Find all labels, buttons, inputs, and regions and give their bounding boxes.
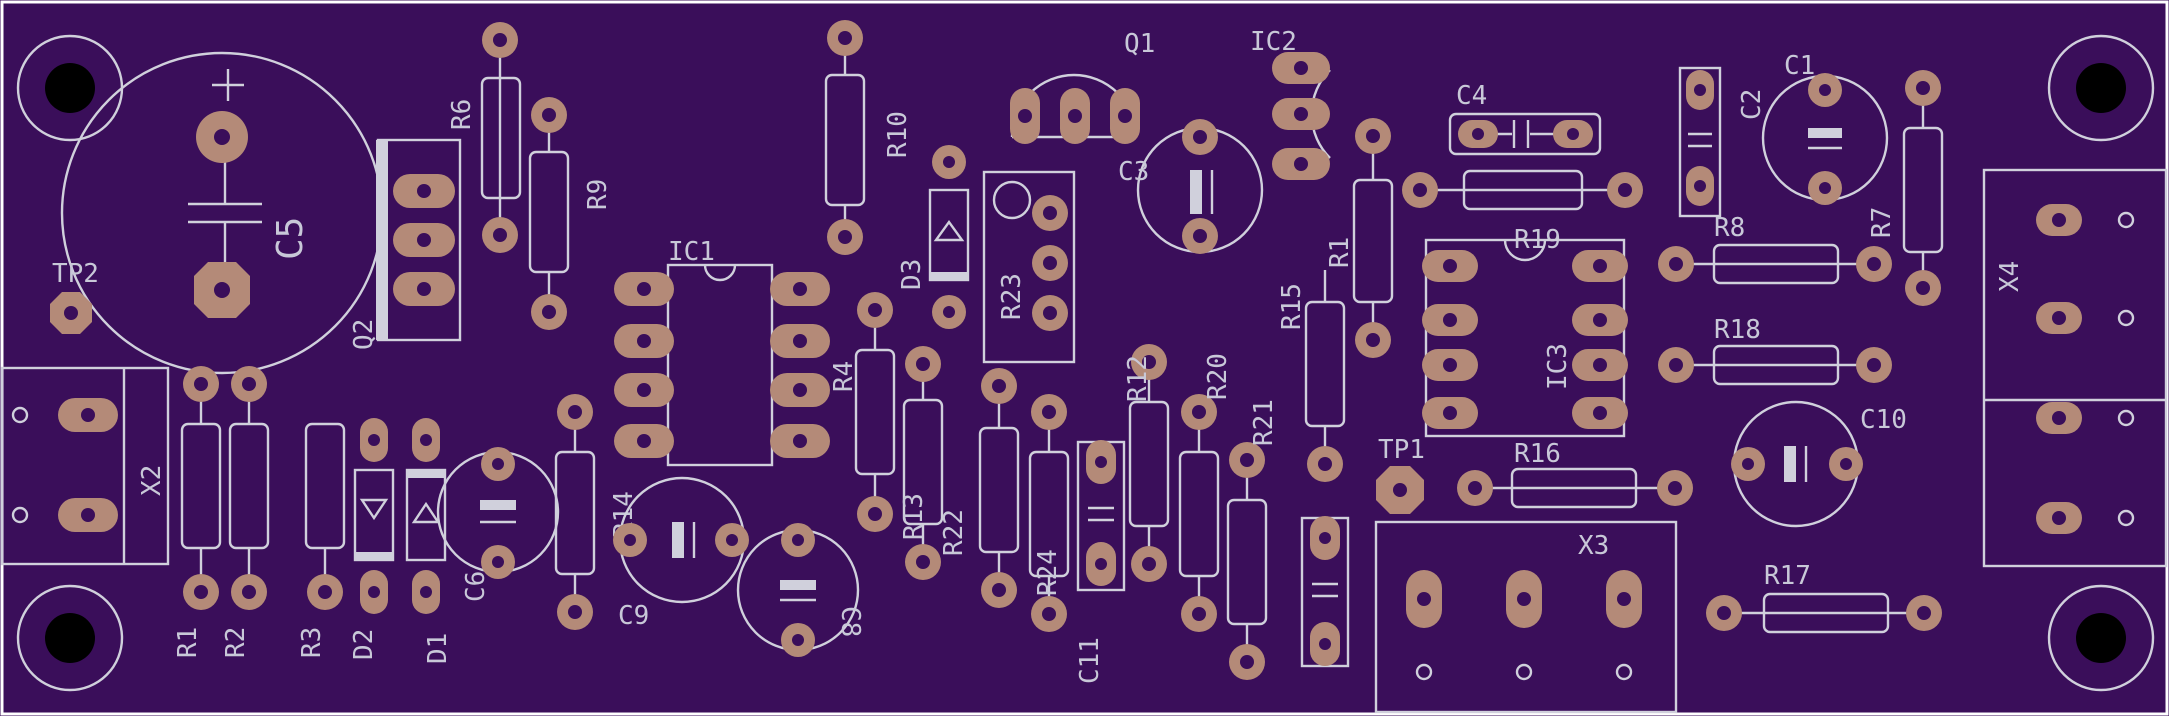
resistor-r9 xyxy=(528,97,570,330)
ic-ic1 xyxy=(614,263,830,467)
terminal-block-x3 xyxy=(1374,520,1678,714)
label-d2: D2 xyxy=(349,629,379,660)
diode-d1 xyxy=(405,418,447,614)
test-point-tp2 xyxy=(50,292,92,334)
label-r10: R10 xyxy=(883,111,913,158)
label-r20: R20 xyxy=(1203,353,1233,400)
resistor-r2 xyxy=(228,366,270,610)
resistor-r21 xyxy=(1226,442,1268,680)
resistor-r15 xyxy=(1304,270,1346,482)
transistor-q1 xyxy=(1010,73,1140,144)
mounting-hole-bottom-right xyxy=(2047,584,2155,692)
resistor-r3 xyxy=(304,422,346,610)
label-d3: D3 xyxy=(897,259,927,290)
label-c3: C3 xyxy=(1118,157,1149,187)
label-c2: C2 xyxy=(1737,89,1767,120)
resistor-r7 xyxy=(1902,70,1944,306)
resistor-r8 xyxy=(1658,243,1892,285)
resistor-r14 xyxy=(554,394,596,630)
label-x3: X3 xyxy=(1578,531,1609,561)
label-c6: C6 xyxy=(461,571,491,602)
diode-d2 xyxy=(353,418,395,614)
capacitor-c6 xyxy=(436,447,560,579)
label-ic3: IC3 xyxy=(1543,343,1573,390)
label-r3: R3 xyxy=(297,627,327,658)
label-q2: Q2 xyxy=(349,319,379,350)
label-c4: C4 xyxy=(1456,81,1487,111)
label-r18: R18 xyxy=(1714,315,1761,345)
resistor-r1-upper xyxy=(1352,118,1394,358)
capacitor-c10 xyxy=(1731,400,1863,528)
label-x2: X2 xyxy=(137,465,167,496)
resistor-r10 xyxy=(824,20,866,255)
label-c8: C8 xyxy=(835,606,865,637)
resistor-r24 xyxy=(1028,394,1070,632)
capacitor-c1 xyxy=(1761,73,1889,205)
resistor-r4 xyxy=(854,292,896,532)
resistor-r12 xyxy=(1128,344,1170,582)
capacitor-c2 xyxy=(1678,66,1722,218)
terminal-block-x4 xyxy=(1982,168,2168,568)
capacitor-unlabeled xyxy=(1300,516,1350,668)
label-ic1: IC1 xyxy=(668,237,715,267)
label-r21: R21 xyxy=(1249,399,1279,446)
label-r4: R4 xyxy=(829,361,859,392)
label-tp1: TP1 xyxy=(1378,435,1425,465)
label-r7: R7 xyxy=(1867,207,1897,238)
label-r24: R24 xyxy=(1033,549,1063,596)
terminal-block-x2 xyxy=(0,366,170,566)
ic-ic3 xyxy=(1422,238,1628,438)
resistor-r17 xyxy=(1706,592,1942,634)
label-r22: R22 xyxy=(939,509,969,556)
label-tp2: TP2 xyxy=(52,259,99,289)
label-r1-upper: R1 xyxy=(1325,237,1355,268)
capacitor-c3 xyxy=(1136,119,1264,254)
capacitor-c9 xyxy=(613,476,749,604)
resistor-r6 xyxy=(480,22,522,253)
capacitor-c5 xyxy=(60,51,384,375)
resistor-r18 xyxy=(1658,344,1892,386)
capacitor-c4 xyxy=(1448,112,1602,156)
label-r8: R8 xyxy=(1714,213,1745,243)
test-point-tp1 xyxy=(1376,466,1424,514)
label-r12: R12 xyxy=(1123,355,1153,402)
label-r2: R2 xyxy=(221,627,251,658)
label-r17: R17 xyxy=(1764,561,1811,591)
label-x4: X4 xyxy=(1995,261,2025,292)
resistor-r16 xyxy=(1457,467,1693,509)
label-d1: D1 xyxy=(423,633,453,664)
resistor-r19 xyxy=(1402,169,1643,211)
label-c10: C10 xyxy=(1860,405,1907,435)
label-r6: R6 xyxy=(447,99,477,130)
capacitor-c11 xyxy=(1076,440,1126,592)
label-r23: R23 xyxy=(997,273,1027,320)
label-r13: R13 xyxy=(899,493,929,540)
regulator-ic2 xyxy=(1272,52,1331,180)
label-r9: R9 xyxy=(583,179,613,210)
resistor-r1 xyxy=(180,366,222,610)
capacitor-c8 xyxy=(736,523,860,657)
label-c11: C11 xyxy=(1075,637,1105,684)
label-ic2: IC2 xyxy=(1250,27,1297,57)
label-c5: C5 xyxy=(270,217,311,260)
transistor-q2 xyxy=(376,138,462,342)
diode-d3 xyxy=(928,145,970,329)
resistor-r22 xyxy=(978,368,1020,608)
label-c9: C9 xyxy=(618,601,649,631)
label-q1: Q1 xyxy=(1124,29,1155,59)
label-r16: R16 xyxy=(1514,439,1561,469)
resistor-r13 xyxy=(902,346,944,580)
resistor-r20 xyxy=(1178,394,1220,632)
label-r1: R1 xyxy=(173,627,203,658)
label-c1: C1 xyxy=(1784,51,1815,81)
label-r15: R15 xyxy=(1277,283,1307,330)
mounting-hole-bottom-left xyxy=(16,584,124,692)
trimmer-r23 xyxy=(982,170,1076,364)
mounting-hole-top-right xyxy=(2047,34,2155,142)
